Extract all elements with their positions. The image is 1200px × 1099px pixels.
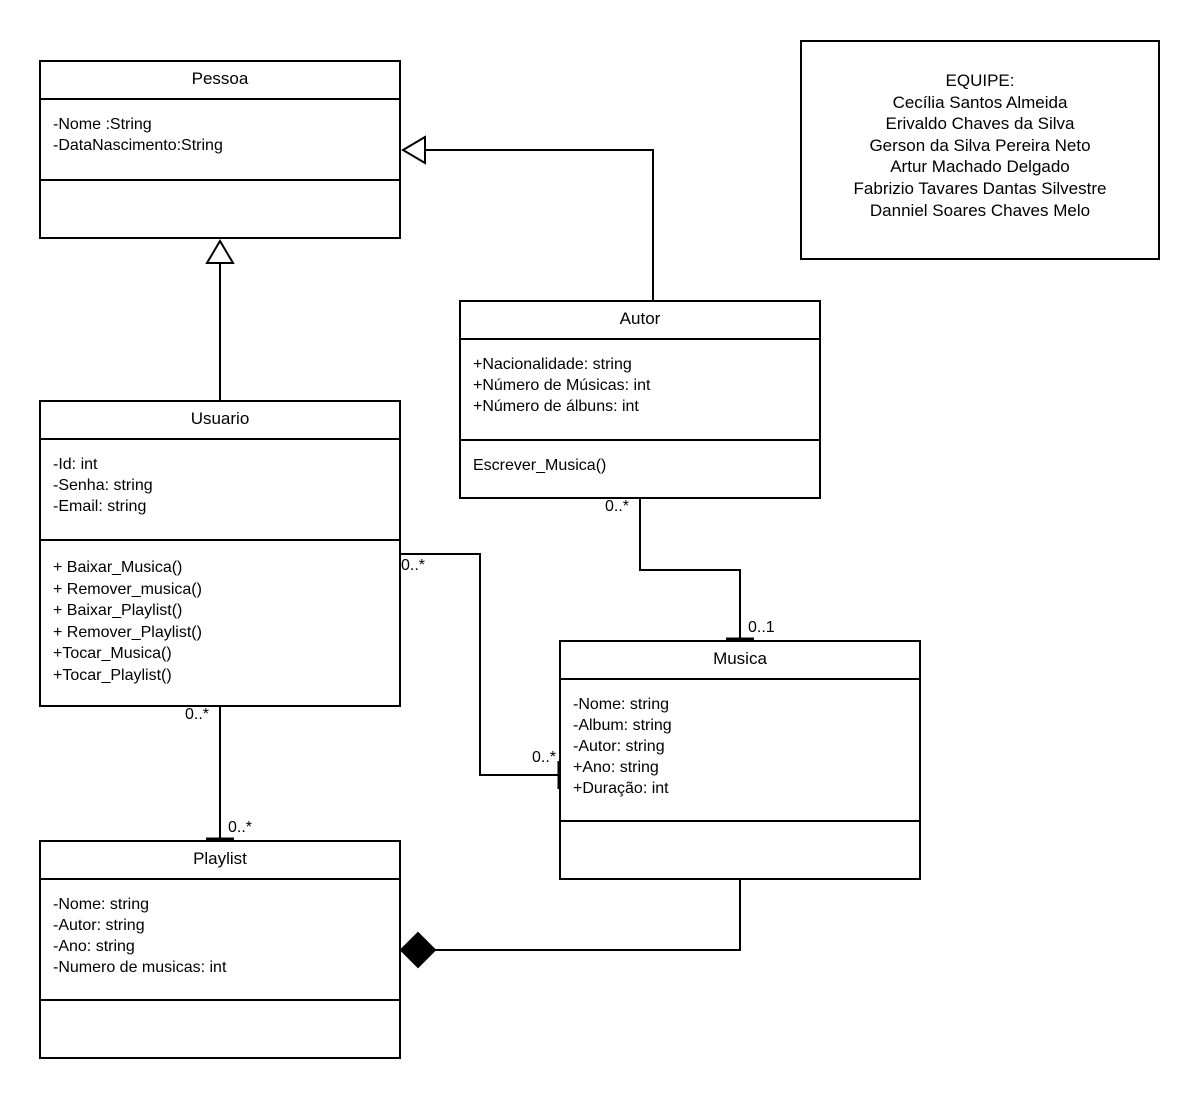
- attribute: -Senha: string: [53, 477, 153, 494]
- attribute: +Nacionalidade: string: [473, 356, 632, 373]
- class-playlist-operations: [41, 1001, 399, 1015]
- attribute: +Número de álbuns: int: [473, 398, 639, 415]
- multiplicity-musica-end-usuario: 0..*: [532, 749, 557, 766]
- class-musica-attributes: -Nome: string -Album: string -Autor: str…: [561, 680, 919, 822]
- attribute: -Nome :String: [53, 116, 152, 133]
- class-musica[interactable]: Musica -Nome: string -Album: string -Aut…: [559, 640, 921, 880]
- team-member: Fabrizio Tavares Dantas Silvestre: [853, 178, 1107, 198]
- attribute: +Número de Músicas: int: [473, 377, 651, 394]
- class-usuario[interactable]: Usuario -Id: int -Senha: string -Email: …: [39, 400, 401, 707]
- multiplicity-usuario-end-playlist: 0..*: [185, 706, 210, 723]
- operation: Escrever_Musica(): [473, 457, 607, 474]
- class-musica-name: Musica: [561, 642, 919, 680]
- multiplicity-playlist-end: 0..*: [228, 819, 253, 836]
- attribute: -Nome: string: [53, 896, 150, 913]
- class-playlist-name: Playlist: [41, 842, 399, 880]
- musica-playlist-composition-line: [435, 879, 741, 951]
- class-usuario-name: Usuario: [41, 402, 399, 440]
- attribute: -Email: string: [53, 498, 147, 515]
- autor-musica-association-line: [639, 498, 741, 640]
- class-pessoa-attributes: -Nome :String -DataNascimento:String: [41, 100, 399, 181]
- team-member: Cecília Santos Almeida: [892, 92, 1068, 112]
- operation: +Tocar_Musica(): [53, 645, 172, 663]
- attribute: -Ano: string: [53, 938, 135, 955]
- attribute: -Autor: string: [53, 917, 145, 934]
- team-member: Danniel Soares Chaves Melo: [869, 200, 1091, 220]
- team-member: Gerson da Silva Pereira Neto: [869, 135, 1091, 155]
- class-usuario-attributes: -Id: int -Senha: string -Email: string: [41, 440, 399, 541]
- autor-pessoa-generalization-line: [425, 149, 654, 300]
- attribute: -Album: string: [573, 717, 672, 734]
- usuario-pessoa-generalization-arrowhead: [205, 239, 235, 264]
- class-autor-name: Autor: [461, 302, 819, 340]
- class-usuario-operations: + Baixar_Musica() + Remover_musica() + B…: [41, 541, 399, 687]
- team-note-heading: EQUIPE:: [945, 71, 1015, 90]
- team-member: Erivaldo Chaves da Silva: [885, 114, 1075, 134]
- attribute: -Id: int: [53, 456, 98, 473]
- attribute: +Duração: int: [573, 780, 669, 797]
- class-musica-operations: [561, 822, 919, 836]
- operation: +Tocar_Playlist(): [53, 666, 172, 684]
- class-pessoa-operations: [41, 181, 399, 195]
- class-playlist[interactable]: Playlist -Nome: string -Autor: string -A…: [39, 840, 401, 1059]
- team-note: EQUIPE: Cecília Santos Almeida Erivaldo …: [800, 40, 1160, 260]
- operation: + Remover_musica(): [53, 580, 202, 598]
- operation: + Baixar_Playlist(): [53, 602, 183, 620]
- operation: + Remover_Playlist(): [53, 623, 202, 641]
- playlist-composition-diamond: [399, 931, 437, 969]
- attribute: -Numero de musicas: int: [53, 959, 227, 976]
- class-pessoa[interactable]: Pessoa -Nome :String -DataNascimento:Str…: [39, 60, 401, 239]
- class-autor-attributes: +Nacionalidade: string +Número de Música…: [461, 340, 819, 441]
- autor-pessoa-generalization-arrowhead: [401, 135, 426, 165]
- class-playlist-attributes: -Nome: string -Autor: string -Ano: strin…: [41, 880, 399, 1001]
- operation: + Baixar_Musica(): [53, 559, 183, 576]
- attribute: -DataNascimento:String: [53, 137, 223, 154]
- multiplicity-musica-end-autor: 0..1: [748, 619, 775, 636]
- team-member: Artur Machado Delgado: [890, 157, 1070, 177]
- usuario-musica-association-line: [400, 553, 560, 776]
- class-autor[interactable]: Autor +Nacionalidade: string +Número de …: [459, 300, 821, 499]
- class-autor-operations: Escrever_Musica(): [461, 441, 819, 476]
- multiplicity-usuario-end-musica: 0..*: [401, 557, 426, 574]
- class-pessoa-name: Pessoa: [41, 62, 399, 100]
- multiplicity-autor-end: 0..*: [605, 498, 630, 515]
- attribute: -Autor: string: [573, 738, 665, 755]
- attribute: -Nome: string: [573, 696, 670, 713]
- attribute: +Ano: string: [573, 759, 659, 776]
